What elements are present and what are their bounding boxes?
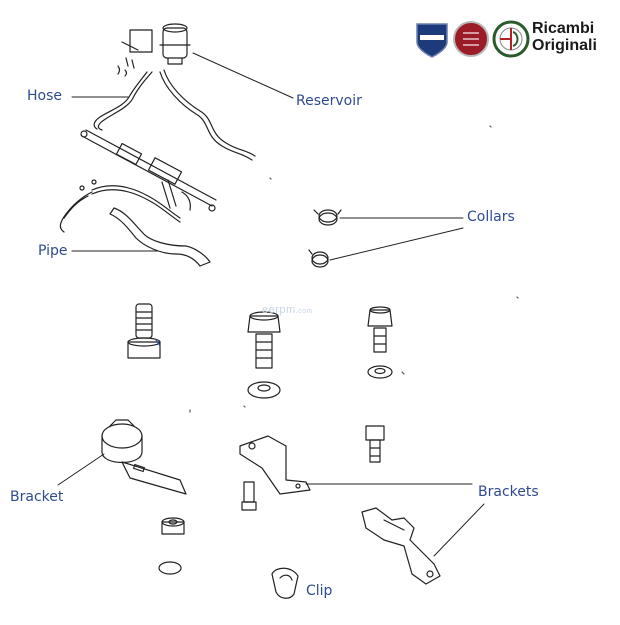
tall-bolt-part	[365, 425, 385, 463]
leader-brackets-bottom	[433, 503, 485, 557]
leader-lines	[57, 52, 485, 557]
brand-line-2: Originali	[532, 37, 597, 54]
bracket-plate-part	[239, 435, 311, 495]
watermark-main: eerpm	[262, 304, 296, 316]
leader-bracket	[57, 453, 105, 486]
small-bolt-part	[367, 306, 393, 353]
brand-text: Ricambi Originali	[532, 20, 597, 54]
collars-part	[308, 209, 342, 268]
large-washer-part	[247, 381, 281, 399]
steering-rack-part	[80, 129, 217, 212]
label-pipe: Pipe	[38, 243, 68, 259]
label-brackets: Brackets	[478, 484, 539, 500]
reservoir-part	[117, 23, 191, 77]
banjo-bolt-part	[127, 303, 161, 359]
hose-part	[93, 71, 153, 131]
alfa-romeo-logo	[492, 20, 530, 58]
bracket-part	[101, 419, 187, 495]
large-bolt-part	[247, 311, 281, 369]
brand-line-1: Ricambi	[532, 20, 595, 37]
label-clip: Clip	[306, 583, 333, 599]
label-hose: Hose	[27, 88, 62, 104]
stray-marks	[189, 125, 519, 413]
bracket-clamp-part	[361, 507, 441, 585]
bracket-bolt-part	[241, 481, 257, 511]
ring-part	[158, 561, 182, 575]
nut-part	[161, 517, 185, 535]
label-reservoir: Reservoir	[296, 93, 362, 109]
clip-part	[271, 567, 299, 599]
return-line-part	[159, 69, 256, 161]
watermark: eerpm.com	[262, 304, 313, 316]
leader-collar-bottom	[329, 227, 464, 261]
label-bracket: Bracket	[10, 489, 64, 505]
pipe-part	[59, 179, 211, 267]
brand-logos	[416, 20, 530, 58]
lancia-logo	[416, 23, 448, 58]
brand-header: Ricambi Originali	[415, 20, 615, 60]
small-washer-part	[367, 365, 393, 379]
watermark-suffix: .com	[295, 308, 313, 315]
leader-reservoir	[192, 52, 294, 99]
fiat-logo	[453, 21, 489, 57]
label-collars: Collars	[467, 209, 515, 225]
